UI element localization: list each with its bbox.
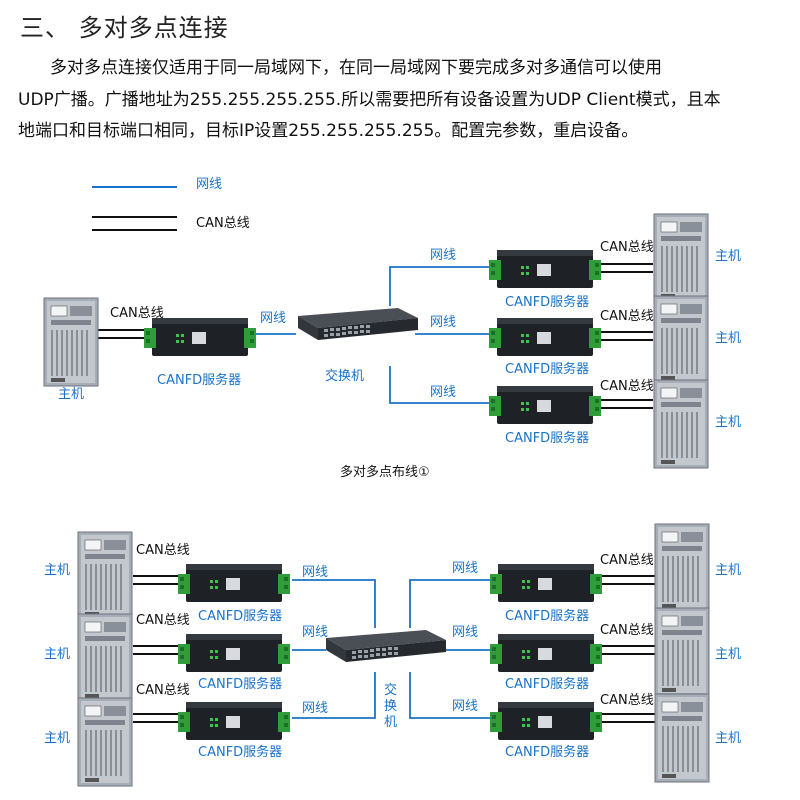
diagram1-server-left-label: CANFD服务器: [157, 372, 241, 388]
diagram2-switch-label-2: 换: [384, 699, 397, 714]
diagram2-switch: [326, 630, 446, 662]
diagram1-host-right-1: [653, 213, 709, 303]
diagram1-host-right-2: [653, 295, 709, 385]
diagram2-server-left-1-label: CANFD服务器: [198, 608, 282, 624]
diagram1-network-label-left: 网线: [260, 311, 286, 326]
diagram1-server-right-2-label: CANFD服务器: [505, 361, 589, 377]
diagram1-host-right-3: [653, 379, 709, 469]
diagram2-network-label-right-3: 网线: [452, 699, 478, 714]
diagram2-server-left-2: [178, 634, 290, 672]
diagram2-network-label-left-3: 网线: [302, 701, 328, 716]
diagram1-server-right-3: [489, 386, 601, 424]
diagram2-host-left-1-label: 主机: [44, 563, 70, 578]
diagram2-network-label-right-1: 网线: [452, 561, 478, 576]
diagram2-host-right-2: [654, 607, 710, 697]
diagram1-network-label-3: 网线: [430, 385, 456, 400]
diagram1-server-right-1-label: CANFD服务器: [505, 294, 589, 310]
diagram2-can-lines: [133, 575, 655, 723]
diagram2-server-right-2-label: CANFD服务器: [505, 676, 589, 692]
diagram1-host-left: [43, 297, 99, 387]
diagram2-server-left-2-label: CANFD服务器: [198, 676, 282, 692]
diagram2-can-label-right-1: CAN总线: [600, 553, 654, 568]
diagram2-network-lines: [292, 579, 497, 719]
diagram2-server-right-3: [490, 702, 602, 740]
diagram2-server-left-1: [178, 564, 290, 602]
paragraph-line-3: 地端口和目标端口相同，目标IP设置255.255.255.255。配置完参数，重…: [18, 121, 639, 141]
diagram2-host-left-1: [77, 531, 133, 621]
diagram2-network-label-left-1: 网线: [302, 565, 328, 580]
diagram1-host-right-3-label: 主机: [715, 415, 741, 430]
diagram1-can-label-right-2: CAN总线: [600, 309, 654, 324]
legend-can-label: CAN总线: [196, 216, 250, 231]
diagram2-can-label-left-1: CAN总线: [136, 543, 190, 558]
diagram2-host-left-3-label: 主机: [44, 731, 70, 746]
paragraph-line-2: UDP广播。广播地址为255.255.255.255.所以需要把所有设备设置为U…: [18, 90, 721, 110]
diagram2-switch-label-3: 机: [384, 715, 397, 730]
diagram2-can-label-left-2: CAN总线: [136, 613, 190, 628]
diagram2-server-right-3-label: CANFD服务器: [505, 744, 589, 760]
diagram1-host-right-2-label: 主机: [715, 331, 741, 346]
diagram1-switch: [298, 308, 418, 340]
diagram1-host-left-label: 主机: [58, 387, 84, 402]
diagram2-host-left-3: [77, 697, 133, 787]
diagram2-server-right-2: [490, 634, 602, 672]
diagram2-server-right-1-label: CANFD服务器: [505, 608, 589, 624]
diagram1-network-lines: [255, 266, 492, 404]
diagram1-server-left: [144, 318, 256, 356]
diagram2-can-label-right-2: CAN总线: [600, 623, 654, 638]
diagram1-switch-label: 交换机: [325, 368, 364, 384]
network-diagram: 网线 CAN总线 主机 CAN总线 CANFD服务器 网线 交换机 网线 网线 …: [43, 177, 741, 787]
diagram1-network-label-2: 网线: [430, 315, 456, 330]
diagram1-server-right-1: [489, 250, 601, 288]
diagram1-caption: 多对多点布线①: [340, 464, 430, 480]
diagram2-network-label-right-2: 网线: [452, 625, 478, 640]
diagram2-server-left-3-label: CANFD服务器: [198, 744, 282, 760]
diagram2-host-left-2-label: 主机: [44, 647, 70, 662]
diagram2-host-left-2: [77, 613, 133, 703]
diagram2-host-right-3: [654, 693, 710, 783]
legend-network-label: 网线: [196, 177, 222, 192]
diagram2-host-right-2-label: 主机: [715, 647, 741, 662]
diagram1-network-label-1: 网线: [430, 248, 456, 263]
diagram2-switch-label-1: 交: [384, 682, 397, 698]
diagram2-can-label-left-3: CAN总线: [136, 683, 190, 698]
diagram2-host-right-1: [654, 523, 710, 613]
diagram2-network-label-left-2: 网线: [302, 625, 328, 640]
diagram2-can-label-right-3: CAN总线: [600, 693, 654, 708]
diagram1-can-label-right-3: CAN总线: [600, 379, 654, 394]
diagram1-can-lines: [98, 263, 653, 409]
diagram1-can-label-right-1: CAN总线: [600, 240, 654, 255]
diagram2-server-right-1: [490, 564, 602, 602]
paragraph-line-1: 多对多点连接仅适用于同一局域网下，在同一局域网下要完成多对多通信可以使用: [50, 58, 662, 78]
diagram2-server-left-3: [178, 702, 290, 740]
diagram2-host-right-1-label: 主机: [715, 563, 741, 578]
diagram1-server-right-3-label: CANFD服务器: [505, 430, 589, 446]
section-heading: 三、 多对多点连接: [20, 14, 229, 42]
diagram1-server-right-2: [489, 318, 601, 356]
diagram1-host-right-1-label: 主机: [715, 249, 741, 264]
diagram1-can-label-left: CAN总线: [110, 306, 164, 321]
diagram2-host-right-3-label: 主机: [715, 731, 741, 746]
